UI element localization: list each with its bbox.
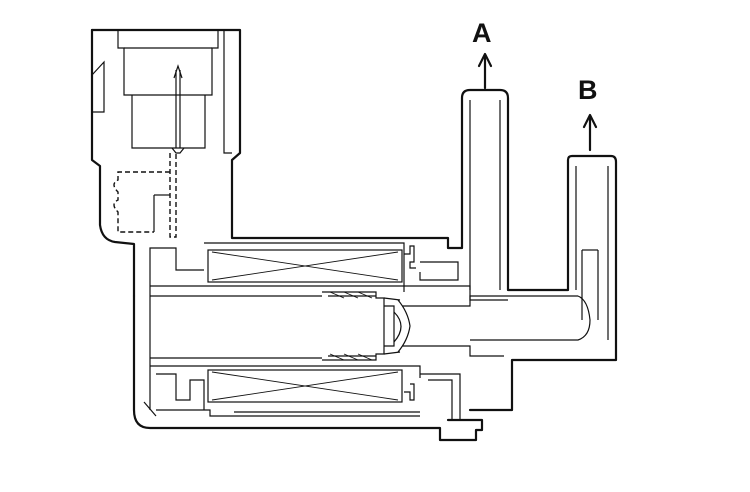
- electrical-connector: [90, 28, 618, 412]
- port-a-arrow: [477, 52, 493, 90]
- internal-wiring-dashed: [113, 153, 177, 238]
- port-tubes: [469, 100, 609, 340]
- port-a-label: A: [472, 18, 492, 48]
- port-b-label: B: [578, 75, 598, 105]
- plunger-assembly: [322, 249, 599, 361]
- valve-body: [132, 242, 508, 442]
- port-b-arrow: [582, 113, 598, 152]
